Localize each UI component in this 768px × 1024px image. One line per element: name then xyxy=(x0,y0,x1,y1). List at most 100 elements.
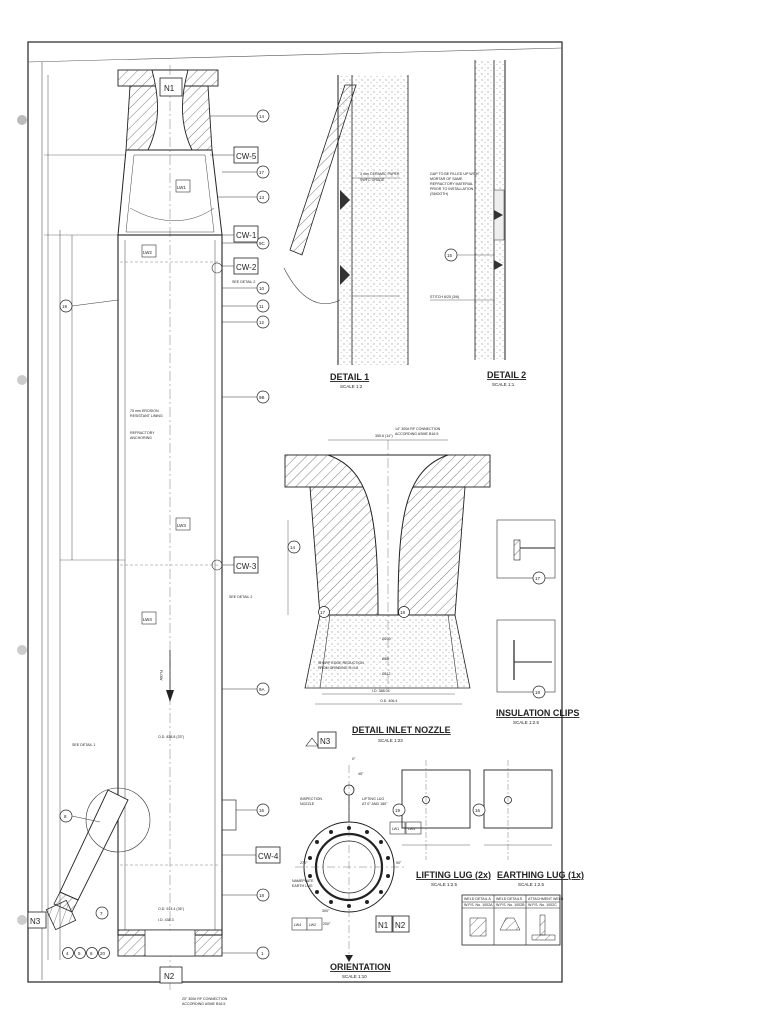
gap-note-2: MORTAR OF SAME xyxy=(430,177,463,181)
inlet-18-balloon: 18 xyxy=(400,610,406,615)
inlet-connection-1: 14" 300# RF CONNECTION xyxy=(395,427,441,431)
ceramic-note: 3 mm CERAMIC PAPER xyxy=(360,172,400,176)
nozzle-n3-tag: N3 xyxy=(30,917,41,926)
inlet-nozzle-title: DETAIL INLET NOZZLE xyxy=(352,725,451,735)
earthing-lug-view xyxy=(472,760,553,860)
weld-detail-table xyxy=(461,894,561,946)
cw-5-tag: CW-5 xyxy=(236,152,257,161)
clip-balloon-19: 19 xyxy=(535,690,541,695)
gap-note-4: PRIOR TO INSTALLATION xyxy=(430,187,474,191)
lw2-tag: LW2 xyxy=(143,250,152,255)
balloon-19: 19 xyxy=(62,304,68,309)
drawing-frame xyxy=(17,41,563,983)
balloon-9a: 9A xyxy=(259,687,265,692)
vessel-elevation xyxy=(44,65,237,990)
balloon-1: 1 xyxy=(261,951,264,956)
weld-wps-2: W.P.S. No. 1002B xyxy=(496,903,525,907)
balloon-18: 18 xyxy=(259,893,265,898)
balloon-13: 13 xyxy=(259,195,265,200)
orient-lw1-tag: LW1 xyxy=(392,827,399,831)
vessel-labels: N1 N2 N3 LW1 LW2 LW3 LW4 75 mm EROSION R… xyxy=(27,77,255,1006)
bottom-connection-2: ACCORDING ASME B16.5 xyxy=(182,1002,225,1006)
angle-90: 90° xyxy=(396,861,402,865)
balloon-16: 16 xyxy=(259,808,265,813)
angle-300: 300° xyxy=(322,909,330,913)
flow-label: FLOW xyxy=(159,670,163,681)
cw-weld-tags: CW-5 CW-1 CW-2 CW-3 CW-4 xyxy=(210,146,281,864)
nameplate-note-2: EARTH LUG xyxy=(292,884,313,888)
weld-wps-3: W.P.S. No. 1002C xyxy=(528,903,557,907)
inlet-dim-od: O.D. 406.4 xyxy=(380,699,397,703)
balloon-8: 8 xyxy=(64,814,67,819)
insulation-clips-view xyxy=(496,519,556,699)
balloon-4: 4 xyxy=(66,951,69,956)
balloon-10: 10 xyxy=(259,286,265,291)
bottom-connection-1: 20" 300# RF CONNECTION xyxy=(182,997,228,1001)
cw-2-tag: CW-2 xyxy=(236,263,257,272)
od-outer-dim: O.D. 914.4 (36") xyxy=(158,907,184,911)
refractory-note-2: ANCHORING xyxy=(130,436,152,440)
insulation-clips-scale: SCALE 1:2.5 xyxy=(513,720,540,725)
orientation-scale: SCALE 1:10 xyxy=(342,974,367,979)
cw-4-tag: CW-4 xyxy=(258,852,279,861)
earthing-lug-title: EARTHING LUG (1x) xyxy=(497,870,584,880)
nozzle-n1-tag: N1 xyxy=(164,84,175,93)
gap-note-3: REFRACTORY MATERIAL xyxy=(430,182,473,186)
angle-270: 270° xyxy=(300,861,308,865)
inlet-dim-e: Ø112 xyxy=(382,672,391,676)
lw4-tag: LW4 xyxy=(143,617,152,622)
cw-3-tag: CW-3 xyxy=(236,562,257,571)
orient-lw4-tag: LW4 xyxy=(294,923,301,927)
refractory-note-1: REFRACTORY xyxy=(130,431,155,435)
detail-2-scale: SCALE 1:1 xyxy=(492,382,515,387)
balloon-6: 6 xyxy=(90,951,93,956)
sharp-edge-note-1: SHARP EDGE REDUCTION xyxy=(318,661,364,665)
inlet-dim-c: Ø230 xyxy=(382,637,391,641)
balloon-11: 11 xyxy=(259,304,264,309)
balloon-5: 5 xyxy=(78,951,81,956)
detail-2-view xyxy=(430,60,506,360)
cw-1-tag: CW-1 xyxy=(236,231,257,240)
erosion-note-1: 75 mm EROSION xyxy=(130,409,159,413)
vessel-balloons: 14 17 13 9C 10 11 12 9B 9A 16 18 1 xyxy=(210,109,270,960)
lw1-tag: LW1 xyxy=(177,185,186,190)
nozzle-n2-tag: N2 xyxy=(164,972,175,981)
od-inner-dim: O.D. 838.8 (33") xyxy=(158,735,184,739)
angle-0: 0° xyxy=(352,757,356,761)
balloon-17: 17 xyxy=(259,170,265,175)
earthing-balloon-16: 16 xyxy=(475,808,481,813)
detail-1-view xyxy=(283,75,409,365)
insulation-clips-title: INSULATION CLIPS xyxy=(496,708,579,718)
balloon-7: 7 xyxy=(100,911,103,916)
inlet-nozzle-section xyxy=(284,439,491,705)
detail-2-title: DETAIL 2 xyxy=(487,370,526,380)
inlet-nozzle-scale: SCALE 1:23 xyxy=(378,738,403,743)
see-detail-1: SEE DETAIL 1 xyxy=(72,743,95,747)
lifting-lug-scale: SCALE 1:2.5 xyxy=(431,882,458,887)
see-detail-2a: SEE DETAIL 2 xyxy=(232,280,255,284)
detail-1-title: DETAIL 1 xyxy=(330,372,369,382)
balloon-20: 20 xyxy=(100,951,106,956)
inlet-connection-2: ACCORDING ASME B16.5 xyxy=(395,432,438,436)
orient-n3-tag: N3 xyxy=(320,737,331,746)
left-balloons: 19 8 7 4 5 6 20 xyxy=(59,299,119,959)
lw3-tag: LW3 xyxy=(177,523,186,528)
lifting-balloon-19: 19 xyxy=(395,808,401,813)
orient-n2-tag: N2 xyxy=(395,921,406,930)
erosion-note-2: RESISTANT LINING xyxy=(130,414,163,418)
inlet-14-balloon: 14 xyxy=(290,545,296,550)
lifting-note-2: AT 0° AND 180° xyxy=(362,802,388,806)
gap-note-1: GAP TO BE FILLED UP WITH xyxy=(430,172,479,176)
earthing-lug-scale: SCALE 1:2.5 xyxy=(518,882,545,887)
lifting-lug-view xyxy=(392,760,471,860)
balloon-9b: 9B xyxy=(259,395,265,400)
weld-header-1: WELD DETAIL A xyxy=(464,897,491,901)
ceramic-grade-note: SWFC GRADE xyxy=(360,178,385,182)
inlet-dim-top: 355.6 (14") xyxy=(375,434,393,438)
balloon-14: 14 xyxy=(259,114,265,119)
weld-header-3: ATTACHMENT WELD xyxy=(528,897,564,901)
weld-header-2: WELD DETAILS xyxy=(496,897,523,901)
inspection-note-2: NOZZLE xyxy=(300,802,315,806)
gap-note-5: (SMOOTH) xyxy=(430,192,448,196)
